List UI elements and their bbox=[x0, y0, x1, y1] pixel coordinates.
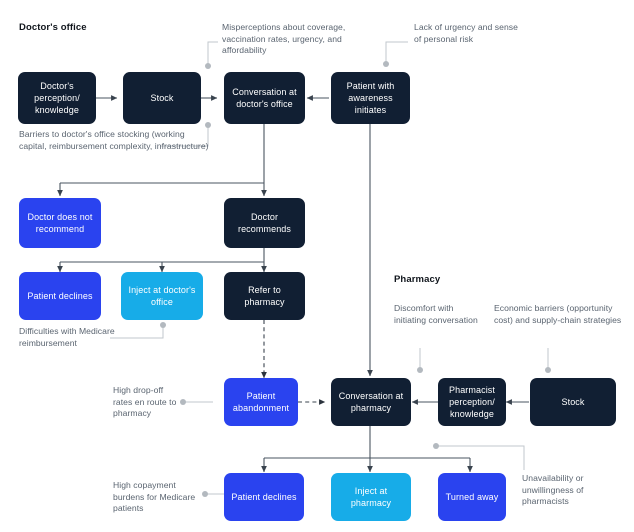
annotation-high-copayment: High copayment burdens for Medicare pati… bbox=[113, 480, 196, 514]
node-pharmacist-perception[interactable]: Pharmacist perception/ knowledge bbox=[438, 378, 506, 426]
annotation-dot-discomfort bbox=[417, 367, 423, 373]
annotation-unavailability: Unavailability or unwillingness of pharm… bbox=[522, 473, 584, 507]
annotation-dot-economic bbox=[545, 367, 551, 373]
node-patient-awareness[interactable]: Patient with awareness initiates bbox=[331, 72, 410, 124]
node-doctor-does-not-recommend[interactable]: Doctor does not recommend bbox=[19, 198, 101, 248]
node-doctor-perception[interactable]: Doctor's perception/ knowledge bbox=[18, 72, 96, 124]
leader-lack-of-urgency bbox=[385, 41, 408, 64]
annotation-dot-unavailability bbox=[433, 443, 439, 449]
section-title-pharmacy: Pharmacy bbox=[394, 274, 441, 285]
annotation-dot-drop-off bbox=[180, 399, 186, 405]
node-patient-declines-office[interactable]: Patient declines bbox=[19, 272, 101, 320]
leader-unavailability bbox=[436, 445, 525, 470]
node-stock-doctor[interactable]: Stock bbox=[123, 72, 201, 124]
annotation-medicare-difficulties: Difficulties with Medicare reimbursement bbox=[19, 326, 115, 348]
annotation-barriers-stocking: Barriers to doctor's office stocking (wo… bbox=[19, 129, 209, 151]
annotation-misperceptions: Misperceptions about coverage, vaccinati… bbox=[222, 22, 346, 56]
node-conversation-doctor[interactable]: Conversation at doctor's office bbox=[224, 72, 305, 124]
node-inject-at-pharmacy[interactable]: Inject at pharmacy bbox=[331, 473, 411, 521]
node-patient-abandonment[interactable]: Patient abandonment bbox=[224, 378, 298, 426]
node-doctor-recommends[interactable]: Doctor recommends bbox=[224, 198, 305, 248]
node-refer-to-pharmacy[interactable]: Refer to pharmacy bbox=[224, 272, 305, 320]
node-patient-declines-pharmacy[interactable]: Patient declines bbox=[224, 473, 304, 521]
annotation-dot-misperceptions bbox=[205, 63, 211, 69]
annotation-dot-copayment bbox=[202, 491, 208, 497]
node-conversation-pharmacy[interactable]: Conversation at pharmacy bbox=[331, 378, 411, 426]
section-title-doctors-office: Doctor's office bbox=[19, 22, 87, 33]
leader-misperceptions bbox=[207, 41, 218, 66]
node-turned-away[interactable]: Turned away bbox=[438, 473, 506, 521]
annotation-high-drop-off: High drop-off rates en route to pharmacy bbox=[113, 385, 177, 419]
node-stock-pharmacy[interactable]: Stock bbox=[530, 378, 616, 426]
annotation-lack-of-urgency: Lack of urgency and sense of personal ri… bbox=[414, 22, 518, 44]
node-inject-at-doctors-office[interactable]: Inject at doctor's office bbox=[121, 272, 203, 320]
annotation-economic-barriers: Economic barriers (opportunity cost) and… bbox=[494, 303, 622, 325]
annotation-discomfort: Discomfort with initiating conversation bbox=[394, 303, 478, 325]
annotation-dot-lack-of-urgency bbox=[383, 61, 389, 67]
annotation-dot-medicare bbox=[160, 322, 166, 328]
annotation-dot-barriers bbox=[205, 122, 211, 128]
